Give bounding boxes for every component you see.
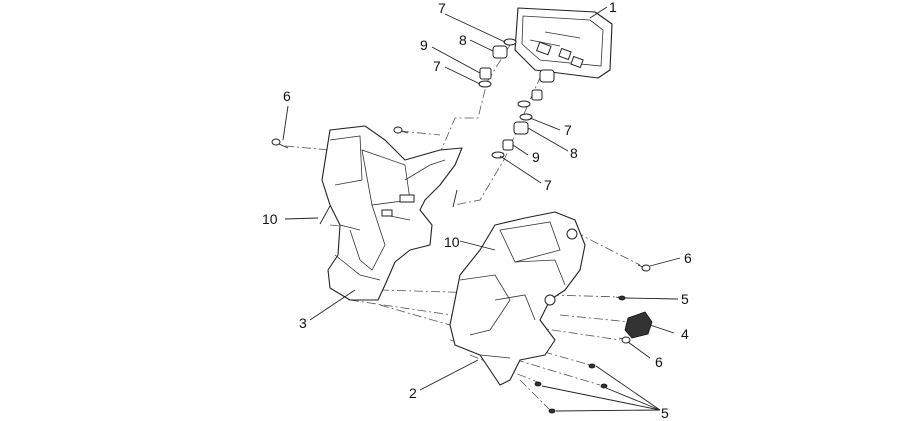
callout-3: 3 — [299, 315, 307, 331]
cover-cap — [624, 311, 653, 339]
callout-5-upper: 5 — [681, 291, 689, 307]
callout-6-right-upper: 6 — [684, 250, 692, 266]
instrument-cluster — [514, 7, 613, 79]
callout-labels: 1 7 8 9 7 6 7 8 9 7 10 10 6 5 4 6 3 2 5 — [262, 0, 692, 421]
screw-10-right — [452, 189, 458, 208]
screw-6-left — [271, 138, 289, 149]
callout-1: 1 — [609, 0, 617, 15]
callout-8-lower: 8 — [570, 145, 578, 161]
screw-6-right-upper — [637, 264, 651, 272]
callout-5-lower: 5 — [661, 405, 669, 421]
left-inner-housing — [321, 125, 463, 301]
right-outer-housing — [449, 211, 586, 386]
callout-7-fourth: 7 — [544, 177, 552, 193]
callout-6-right-lower: 6 — [655, 354, 663, 370]
screw-5-lower-a — [588, 363, 596, 369]
leader-lines — [282, 6, 681, 412]
callout-6-left: 6 — [283, 88, 291, 104]
callout-7-second: 7 — [433, 58, 441, 74]
callout-9-top: 9 — [420, 37, 428, 53]
mount-bushings — [478, 38, 555, 159]
callout-4: 4 — [681, 326, 689, 342]
screw-5-upper — [615, 295, 626, 301]
screw-5-lower-c — [534, 381, 542, 387]
screws — [271, 126, 651, 414]
callout-10-right: 10 — [444, 234, 460, 250]
assembly-guide-lines — [284, 44, 641, 411]
callout-7-third: 7 — [564, 122, 572, 138]
screw-5-lower-d — [548, 408, 556, 414]
callout-8-top: 8 — [459, 32, 467, 48]
screw-6-right-lower — [618, 336, 631, 344]
callout-9-lower: 9 — [532, 149, 540, 165]
callout-2: 2 — [409, 385, 417, 401]
callout-7-top: 7 — [438, 0, 446, 16]
callout-10-left: 10 — [262, 211, 278, 227]
screw-5-lower-b — [600, 383, 608, 389]
screw-10-left — [319, 205, 331, 225]
screw-top-left — [393, 126, 409, 134]
